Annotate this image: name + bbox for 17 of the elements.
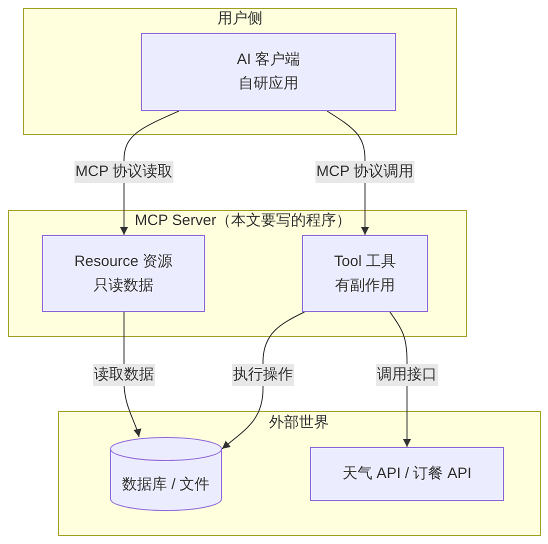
arrow — [222, 312, 305, 450]
database-cylinder: 数据库 / 文件 — [110, 437, 222, 511]
edge-label: 调用接口 — [376, 364, 438, 386]
process-box: Resource 资源 只读数据 — [42, 235, 205, 312]
group-panel — [58, 411, 541, 536]
group-panel — [23, 8, 457, 135]
process-box: 天气 API / 订餐 API — [310, 447, 504, 501]
process-box: Tool 工具 有副作用 — [302, 235, 428, 312]
group-title: 外部世界 — [269, 413, 329, 433]
group-title: 用户侧 — [218, 9, 262, 29]
edge-label: MCP 协议读取 — [74, 161, 174, 183]
group-title: MCP Server（本文要写的程序） — [134, 211, 352, 231]
edge-label: 读取数据 — [93, 364, 155, 386]
edge-label: MCP 协议调用 — [315, 161, 415, 183]
group-panel — [8, 210, 467, 337]
edge-label: 执行操作 — [232, 364, 294, 386]
process-box: AI 客户端 自研应用 — [141, 33, 396, 111]
